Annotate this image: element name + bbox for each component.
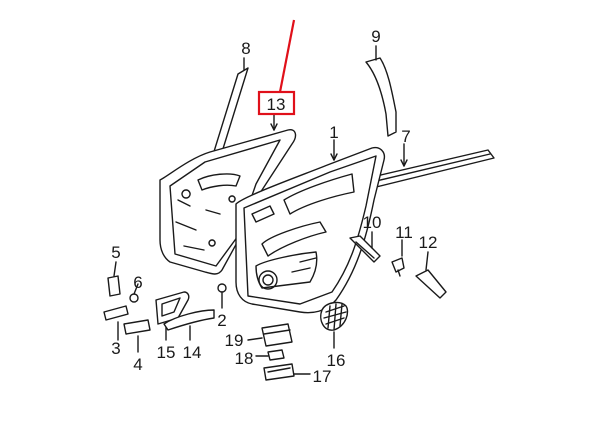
highlight-box — [257, 90, 296, 116]
callout-17: 17 — [313, 367, 332, 386]
part-7-belt-molding — [367, 143, 495, 189]
callout-2: 2 — [217, 311, 226, 330]
callout-15: 15 — [157, 343, 176, 362]
part-2-screw — [217, 283, 227, 309]
part-6-clip — [129, 283, 139, 303]
callout-4: 4 — [133, 355, 142, 374]
callout-13: 13 — [267, 95, 286, 114]
part-5-bracket — [107, 261, 121, 297]
callout-1: 1 — [329, 123, 338, 142]
callout-9: 9 — [371, 27, 380, 46]
part-13-door-frame — [159, 113, 297, 275]
callout-6: 6 — [133, 273, 142, 292]
part-14-handle — [163, 309, 215, 341]
part-3-hinge — [103, 305, 129, 341]
callout-7: 7 — [401, 127, 410, 146]
part-10-clip — [349, 231, 381, 263]
callout-16: 16 — [327, 351, 346, 370]
highlight-annotation — [257, 19, 296, 116]
callout-11: 11 — [395, 223, 413, 242]
callout-5: 5 — [111, 243, 120, 262]
callout-8: 8 — [241, 39, 250, 58]
callout-3: 3 — [111, 339, 120, 358]
part-9-pillar-trim — [365, 45, 397, 137]
callout-14: 14 — [183, 343, 202, 362]
part-4-retainer — [123, 319, 151, 353]
part-12-bracket — [415, 251, 447, 299]
part-1-door-trim-panel — [235, 139, 386, 314]
callout-18: 18 — [235, 349, 254, 368]
callout-10: 10 — [363, 213, 382, 232]
callout-12: 12 — [419, 233, 438, 252]
part-17-housing — [263, 363, 311, 381]
part-11-fastener — [391, 239, 405, 277]
part-16-speaker-grille — [320, 301, 349, 349]
callout-19: 19 — [225, 331, 244, 350]
part-19-switch — [247, 323, 293, 347]
part-18-bulb — [255, 349, 285, 361]
callout-labels: 1 2 3 4 5 6 7 8 9 10 11 12 13 14 15 16 1… — [111, 27, 437, 386]
highlight-pointer-line — [278, 19, 296, 93]
